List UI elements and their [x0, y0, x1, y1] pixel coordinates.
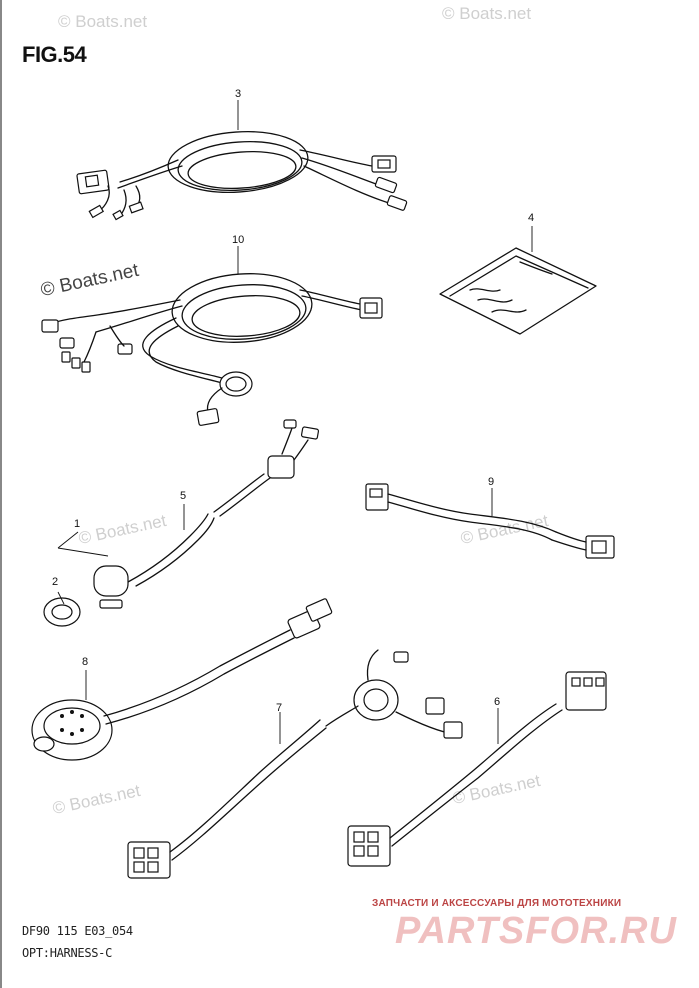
callout-10: 10 — [232, 234, 245, 246]
watermark: © Boats.net — [442, 4, 532, 23]
harness-3 — [76, 100, 408, 221]
figure-title: FIG.54 — [22, 42, 87, 67]
callout-7: 7 — [276, 702, 283, 714]
callout-5: 5 — [180, 490, 187, 502]
harness-10 — [41, 246, 383, 426]
callout-1: 1 — [74, 518, 81, 530]
harness-5 — [43, 419, 320, 627]
callout-2: 2 — [52, 576, 59, 588]
brand-tagline: ЗАПЧАСТИ И АКСЕССУАРЫ ДЛЯ МОТОТЕХНИКИ — [372, 898, 622, 909]
buzzer-8 — [31, 598, 333, 761]
callout-6: 6 — [494, 696, 501, 708]
callout-4: 4 — [528, 212, 535, 224]
diagram-caption: OPT:HARNESS-C — [22, 946, 113, 960]
bag-4 — [439, 226, 597, 335]
callout-8: 8 — [82, 656, 89, 668]
diagram-code: DF90 115 E03_054 — [22, 924, 133, 938]
callout-9: 9 — [488, 476, 495, 488]
watermark: © Boats.net — [58, 12, 148, 31]
brand-logo: PARTSFOR.RU — [395, 910, 677, 952]
harness-9 — [365, 483, 615, 559]
harness-7 — [127, 649, 463, 879]
callout-3: 3 — [235, 88, 242, 100]
harness-6 — [347, 671, 607, 867]
